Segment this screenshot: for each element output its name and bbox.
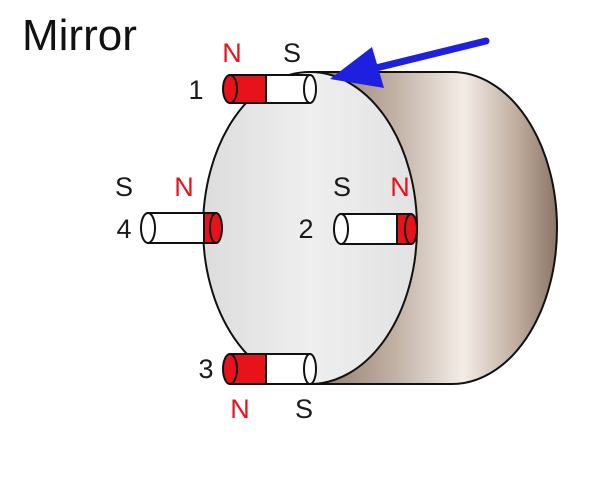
diagram-title: Mirror bbox=[22, 11, 137, 60]
magnet-4-south-half bbox=[147, 212, 207, 244]
magnet-4-number-label: 4 bbox=[116, 214, 131, 244]
magnet-3-pole-right-label: S bbox=[295, 394, 313, 424]
magnet-2-north-cap bbox=[404, 213, 418, 245]
magnet-1-number-label: 1 bbox=[188, 75, 203, 105]
magnet-4-pole-right-label: N bbox=[174, 172, 194, 202]
magnet-1-pole-left-label: N bbox=[222, 38, 242, 68]
magnet-4-north-cap bbox=[209, 212, 223, 244]
magnet-3-number-label: 3 bbox=[198, 354, 213, 384]
magnet-2-pole-right-label: N bbox=[390, 172, 410, 202]
magnet-2-pole-left-label: S bbox=[333, 172, 351, 202]
magnet-4 bbox=[140, 212, 223, 244]
arrow-pointing-left-icon bbox=[330, 37, 490, 88]
magnet-3-north-cap bbox=[222, 353, 238, 385]
magnet-1 bbox=[222, 74, 317, 104]
magnet-1-north-cap bbox=[222, 74, 238, 104]
magnet-1-pole-right-label: S bbox=[283, 38, 301, 68]
magnet-2-number-label: 2 bbox=[298, 214, 313, 244]
magnet-2 bbox=[333, 213, 418, 245]
magnet-1-end-cap bbox=[303, 74, 317, 104]
magnet-3 bbox=[222, 353, 317, 385]
magnet-2-end-cap bbox=[333, 213, 349, 245]
magnet-4-pole-left-label: S bbox=[115, 172, 133, 202]
magnet-3-end-cap bbox=[303, 353, 317, 385]
magnet-4-end-cap bbox=[140, 212, 156, 244]
magnet-3-pole-left-label: N bbox=[230, 394, 250, 424]
magnet-2-south-half bbox=[340, 213, 400, 245]
